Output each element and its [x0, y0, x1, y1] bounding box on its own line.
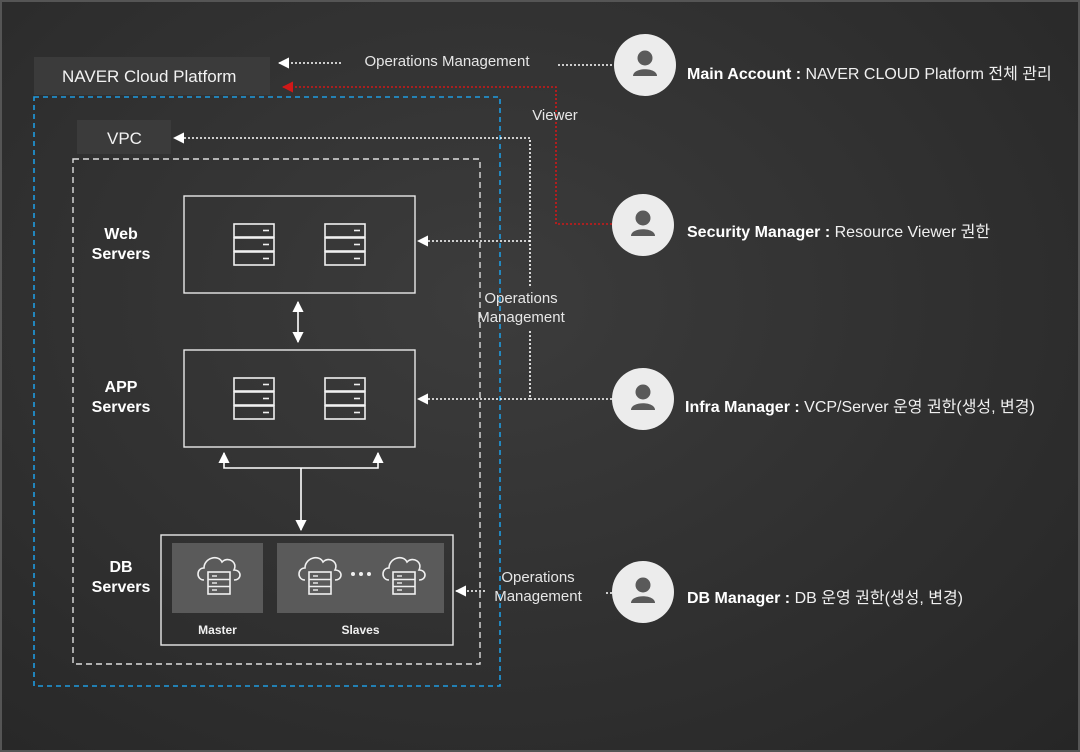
db-servers-label: DB Servers — [91, 559, 151, 596]
user-icon — [631, 210, 655, 236]
db-slaves-tile — [277, 543, 444, 613]
database-cloud-icon — [382, 556, 426, 595]
db-manager-avatar — [612, 561, 674, 623]
database-cloud-icon — [298, 556, 342, 595]
vpc-boundary — [33, 96, 501, 687]
role-name: Infra Manager — [685, 399, 790, 416]
main-account-avatar — [614, 34, 676, 96]
ellipsis-icon — [351, 572, 371, 576]
role-main-account: Main Account : NAVER CLOUD Platform 전체 관… — [687, 60, 1052, 84]
viewer-label: Viewer — [532, 107, 578, 124]
app-servers-box — [183, 349, 416, 448]
server-icon — [324, 377, 366, 420]
app-bracket-connector — [223, 462, 379, 469]
ops-link-infra-vpc — [172, 132, 531, 286]
server-icon — [324, 223, 366, 266]
security-manager-avatar — [612, 194, 674, 256]
role-description: Resource Viewer 권한 — [834, 224, 991, 241]
role-description: DB 운영 권한(생성, 변경) — [794, 590, 964, 607]
role-separator: : — [780, 590, 795, 607]
role-separator: : — [789, 399, 805, 416]
database-cloud-icon — [197, 556, 241, 595]
web-servers-label: Web Servers — [91, 226, 151, 263]
role-security-manager: Security Manager : Resource Viewer 권한 — [687, 218, 990, 242]
role-name: Main Account — [687, 66, 792, 83]
ops-label-infra: Operations Management — [477, 290, 565, 326]
platform-label-box — [34, 57, 270, 95]
app-servers-label: APP Servers — [91, 379, 151, 416]
user-icon — [631, 577, 655, 603]
role-separator: : — [791, 66, 806, 83]
user-icon — [631, 384, 655, 410]
role-description: NAVER CLOUD Platform 전체 관리 — [805, 66, 1052, 83]
web-servers-box — [183, 195, 416, 294]
server-icon — [233, 377, 275, 420]
db-slaves-label: Slaves — [341, 623, 380, 637]
ops-label-db: Operations Management — [494, 569, 582, 605]
role-infra-manager: Infra Manager : VCP/Server 운영 권한(생성, 변경) — [685, 393, 1035, 417]
role-separator: : — [820, 224, 835, 241]
role-name: DB Manager — [687, 590, 781, 607]
role-db-manager: DB Manager : DB 운영 권한(생성, 변경) — [687, 584, 963, 608]
db-master-label: Master — [198, 623, 237, 637]
subnet-boundary — [72, 158, 481, 665]
server-icon — [233, 223, 275, 266]
role-name: Security Manager — [687, 224, 821, 241]
viewer-link — [281, 81, 612, 225]
platform-title: NAVER Cloud Platform — [62, 67, 237, 86]
vpc-title: VPC — [107, 129, 142, 148]
vpc-label-box — [77, 120, 171, 154]
ops-link-infra-app — [529, 330, 612, 400]
role-description: VCP/Server 운영 권한(생성, 변경) — [804, 399, 1035, 416]
db-servers-box — [160, 534, 454, 646]
infra-manager-avatar — [612, 368, 674, 430]
ops-label-main: Operations Management — [364, 53, 530, 70]
user-icon — [633, 50, 657, 76]
